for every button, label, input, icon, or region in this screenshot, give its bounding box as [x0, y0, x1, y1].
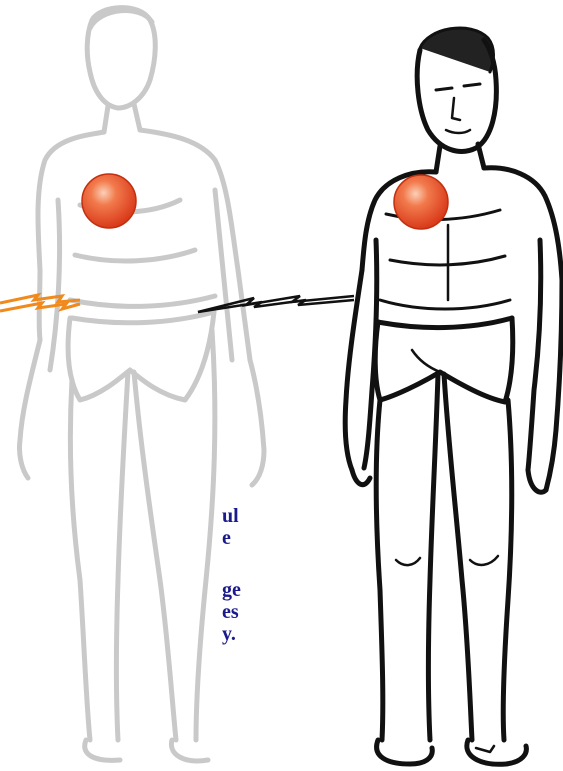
main-heart-marker: [394, 175, 448, 229]
caption-line-1: ul: [222, 505, 239, 527]
caption-line-2: e: [222, 527, 231, 549]
caption-line-4: ge: [222, 579, 241, 601]
ghost-figure: [19, 8, 264, 761]
right-lightning-bolt-icon: [198, 296, 354, 312]
main-figure: [345, 28, 562, 764]
caption-line-5: es: [222, 601, 239, 623]
ghost-heart-marker: [82, 174, 136, 228]
caption-line-6: y.: [222, 623, 236, 645]
